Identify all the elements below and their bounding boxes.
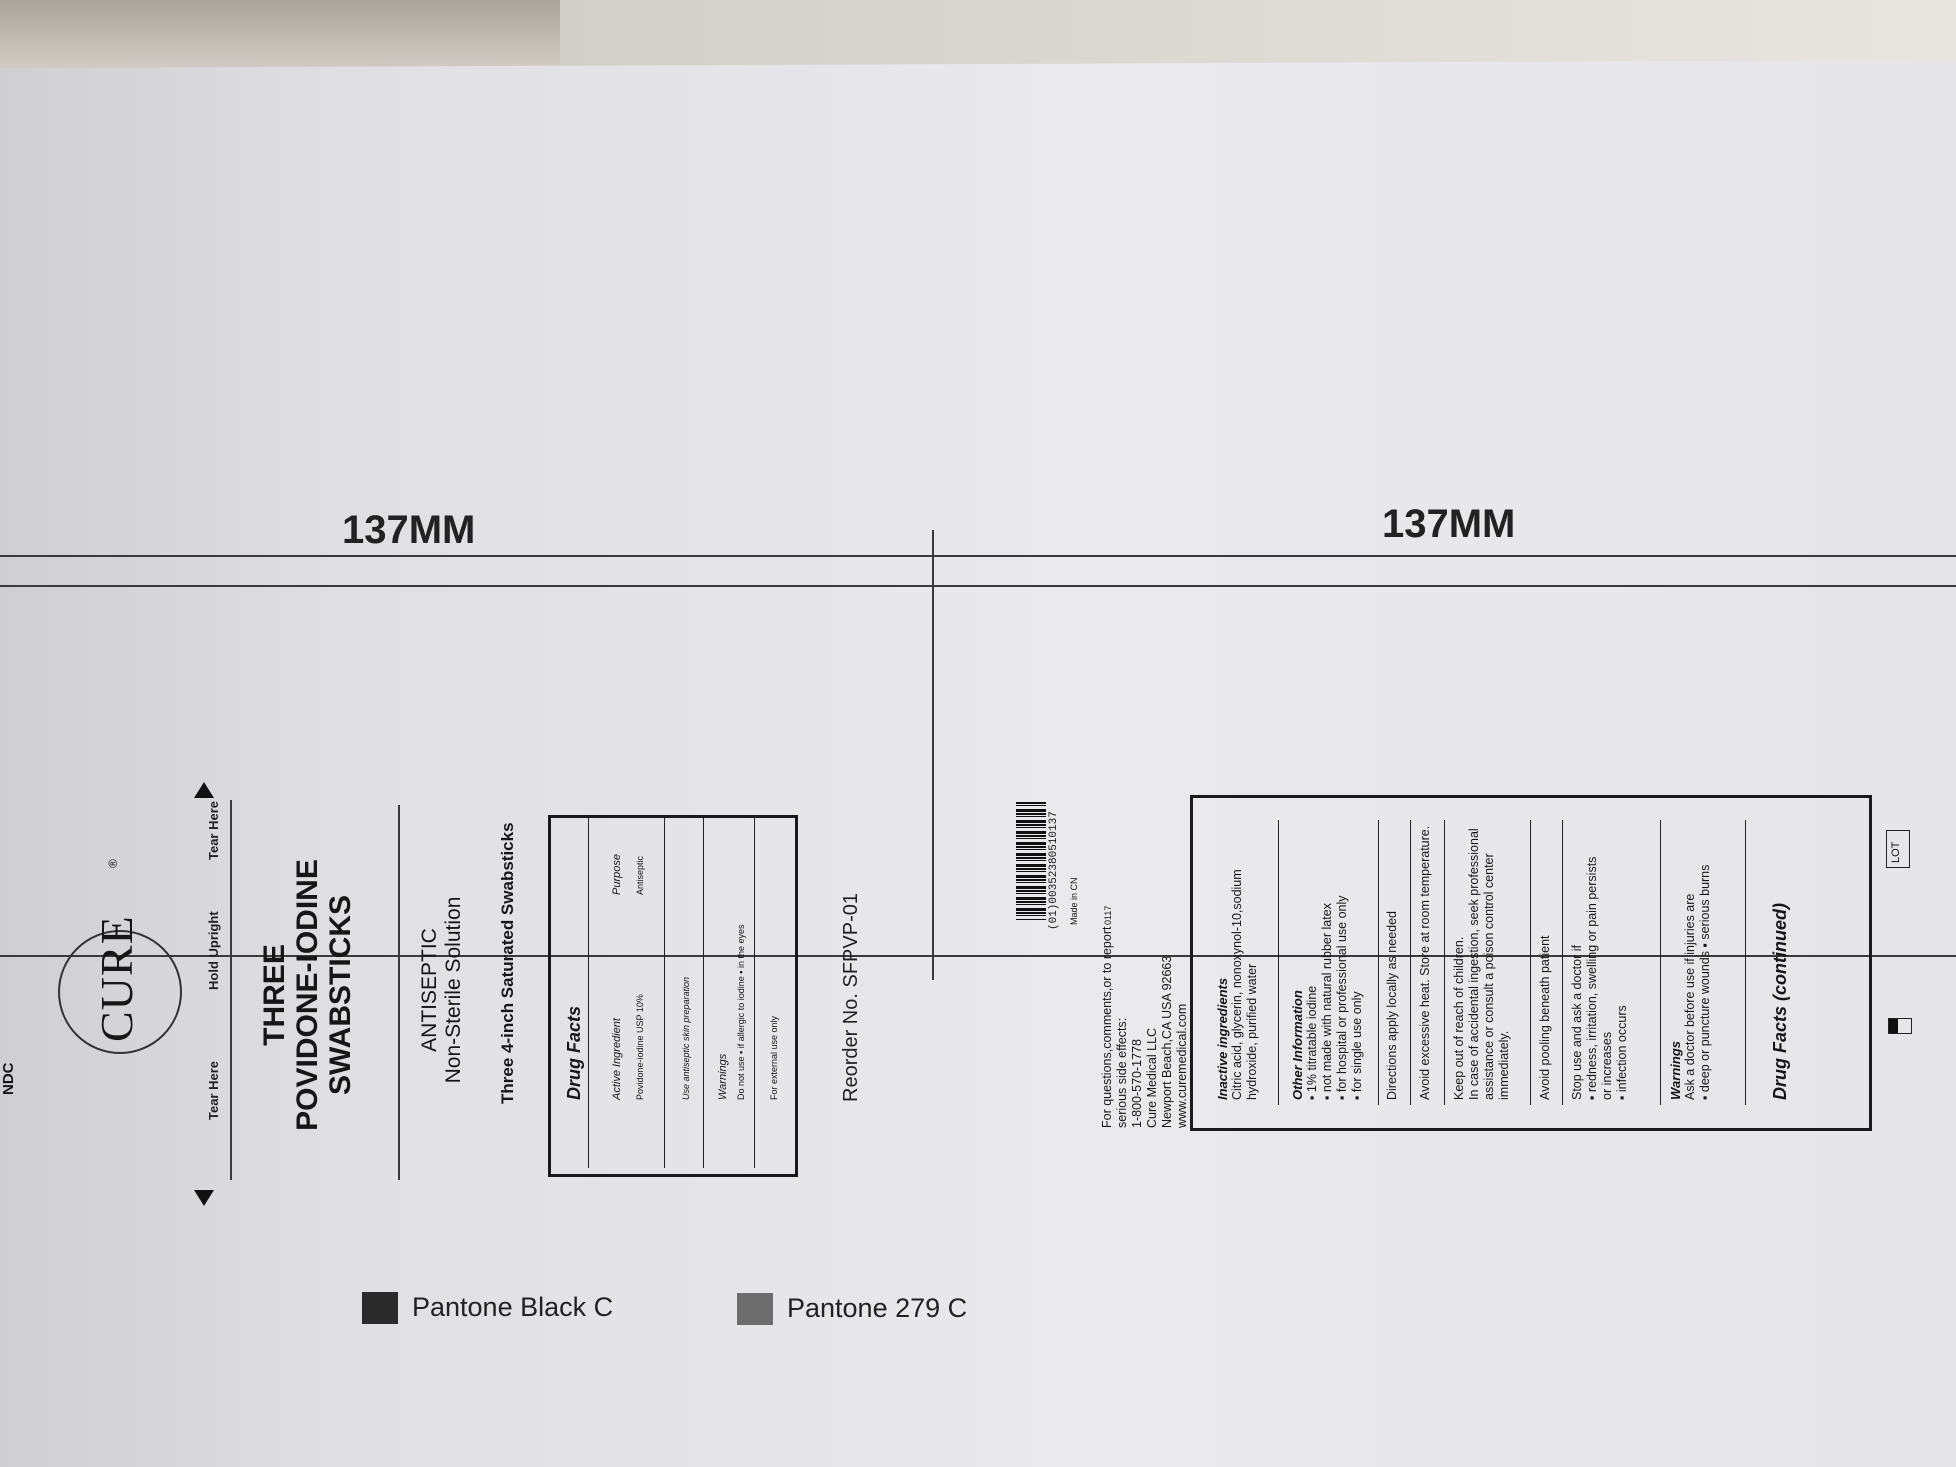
- df-front-divider-2: [664, 818, 665, 1168]
- other-info-2: ▪ not made with natural rubber latex: [1320, 903, 1334, 1100]
- fold-line-top: [0, 585, 1956, 587]
- tear-here-left: Tear Here: [206, 1060, 221, 1120]
- back-divider-7: [1660, 820, 1661, 1105]
- avoid-pooling: Avoid pooling beneath patient: [1538, 935, 1552, 1101]
- df-external: For external use only: [769, 1015, 779, 1100]
- drug-facts-front-box: [548, 815, 798, 1177]
- stop-use-block: Stop use and ask a doctor if ▪ redness, …: [1570, 857, 1630, 1100]
- brand-logo: [58, 930, 182, 1054]
- non-sterile-label: Non-Sterile Solution: [442, 896, 465, 1084]
- back-divider-3: [1410, 820, 1411, 1105]
- keep-out-block: Keep out of reach of children. In case o…: [1452, 828, 1512, 1100]
- background-paper: [560, 0, 1956, 70]
- arrow-down-icon: [194, 1190, 214, 1206]
- directions: Directions apply locally as needed: [1385, 911, 1399, 1100]
- ask-doctor-items: ▪ deep or puncture wounds ▪ serious burn…: [1698, 864, 1712, 1100]
- hourglass-icon: [1888, 1018, 1912, 1034]
- other-info-label: Other Information: [1290, 990, 1305, 1100]
- swatch-black: [362, 1292, 398, 1324]
- inactive-block: Inactive ingredients Citric acid, glycer…: [1215, 869, 1260, 1100]
- df-front-divider-3: [703, 818, 704, 1168]
- title-line1: THREE: [258, 944, 291, 1046]
- df-use: Use antiseptic skin preparation: [681, 976, 691, 1100]
- brand-name: CURE: [91, 915, 142, 1042]
- back-divider-8: [1745, 820, 1746, 1105]
- contact-line-2: serious side effects:: [1115, 1017, 1129, 1128]
- tear-here-right: Tear Here: [206, 800, 221, 860]
- fold-line-bottom: [0, 955, 1956, 957]
- rule-right: [398, 805, 400, 1180]
- lot-box: [1886, 830, 1910, 868]
- keep-out-1: Keep out of reach of children.: [1452, 936, 1466, 1100]
- contact-line-5: Newport Beach,CA USA 92663: [1160, 955, 1174, 1128]
- title-line2: POVIDONE-IODINE: [291, 859, 324, 1131]
- avoid-heat: Avoid excessive heat. Store at room temp…: [1418, 825, 1432, 1100]
- df-purpose-label: Purpose: [611, 854, 623, 895]
- lot-label: LOT: [1890, 841, 1902, 863]
- dimension-right: 137MM: [1382, 502, 1516, 546]
- other-info-4: ▪ for single use only: [1350, 991, 1364, 1100]
- made-in: Made in CN: [1069, 877, 1079, 925]
- swatch-279: [737, 1293, 773, 1325]
- hold-upright: Hold Upright: [206, 911, 221, 990]
- barcode-bars: [1016, 802, 1046, 920]
- df-warnings-label: Warnings: [717, 1053, 729, 1100]
- reorder-number: Reorder No. SFPVP-01: [840, 893, 862, 1102]
- df-do-not-use: Do not use ▪ if allergic to iodine ▪ in …: [736, 924, 746, 1100]
- stop-use-item-2: ▪ infection occurs: [1615, 1005, 1629, 1100]
- dimension-left: 137MM: [342, 508, 476, 552]
- df-front-divider-4: [754, 818, 755, 1168]
- title-line3: SWABSTICKS: [324, 895, 357, 1096]
- back-warnings-label: Warnings: [1668, 1041, 1683, 1100]
- contact-line-6: www.curemedical.com: [1175, 1003, 1189, 1128]
- drug-facts-back-box: [1190, 795, 1872, 1131]
- product-title: THREE POVIDONE-IODINE SWABSTICKS: [258, 845, 357, 1145]
- keep-out-3: assistance or consult a poison control c…: [1482, 853, 1496, 1100]
- df-front-title: Drug Facts: [564, 1005, 584, 1100]
- contact-line-4: Cure Medical LLC: [1145, 1027, 1159, 1128]
- swatch-279-label: Pantone 279 C: [787, 1293, 968, 1323]
- back-divider-6: [1562, 820, 1563, 1105]
- contact-block: For questions,comments,or to report seri…: [1100, 927, 1190, 1128]
- df-active-ingredient: Povidone-iodine USP 10%: [635, 994, 645, 1100]
- back-divider-1: [1278, 820, 1279, 1105]
- swatch-black-label: Pantone Black C: [412, 1292, 614, 1322]
- back-divider-5: [1530, 820, 1531, 1105]
- arrow-up-icon: [194, 782, 214, 798]
- back-divider-4: [1444, 820, 1445, 1105]
- saturated-label: Three 4-inch Saturated Swabsticks: [498, 822, 517, 1104]
- batch-code: 0117: [1103, 905, 1113, 925]
- back-divider-2: [1378, 820, 1379, 1105]
- contact-line-3: 1-800-570-1778: [1130, 1039, 1144, 1128]
- stop-use-item-1: ▪ redness, irritation, swelling or pain …: [1585, 856, 1599, 1100]
- warnings-block: Warnings Ask a doctor before use if inju…: [1668, 865, 1713, 1100]
- panel-divider: [932, 530, 934, 980]
- ndc-label: NDC: [0, 1062, 17, 1096]
- barcode-number: (01)00352380510137: [1048, 811, 1060, 930]
- inactive-line-2: hydroxide, purified water: [1245, 963, 1259, 1100]
- antiseptic-label: ANTISEPTIC: [418, 928, 441, 1052]
- keep-out-2: In case of accidental ingestion, seek pr…: [1467, 828, 1481, 1100]
- proof-sheet: NDC 137MM 137MM Tear Here Hold Upright T…: [0, 60, 1956, 1467]
- registered-mark: ®: [106, 859, 120, 868]
- other-info-block: Other Information ▪ 1% titratable iodine…: [1290, 895, 1365, 1100]
- other-info-3: ▪ for hospital or professional use only: [1335, 895, 1349, 1100]
- antiseptic-block: ANTISEPTIC Non-Sterile Solution: [418, 860, 466, 1120]
- rule-left: [230, 800, 232, 1180]
- df-active-label: Active Ingredient: [611, 1018, 623, 1100]
- keep-out-4: immediately.: [1497, 1030, 1511, 1100]
- df-back-title: Drug Facts (continued): [1770, 903, 1790, 1100]
- dimension-line: [0, 555, 1956, 557]
- ask-doctor: Ask a doctor before use if injuries are: [1683, 893, 1697, 1100]
- inactive-line-1: Citric acid, glycerin, nonoxynol-10,sodi…: [1230, 869, 1244, 1100]
- inactive-label: Inactive ingredients: [1215, 977, 1230, 1100]
- stop-use-label: Stop use and ask a doctor if: [1570, 945, 1584, 1100]
- barcode: [1016, 802, 1046, 920]
- df-purpose: Antiseptic: [635, 855, 645, 895]
- df-front-divider-1: [588, 818, 589, 1168]
- stop-use-item-1b: or increases: [1600, 1031, 1614, 1100]
- other-info-1: ▪ 1% titratable iodine: [1305, 985, 1319, 1100]
- contact-line-1: For questions,comments,or to report: [1100, 926, 1114, 1128]
